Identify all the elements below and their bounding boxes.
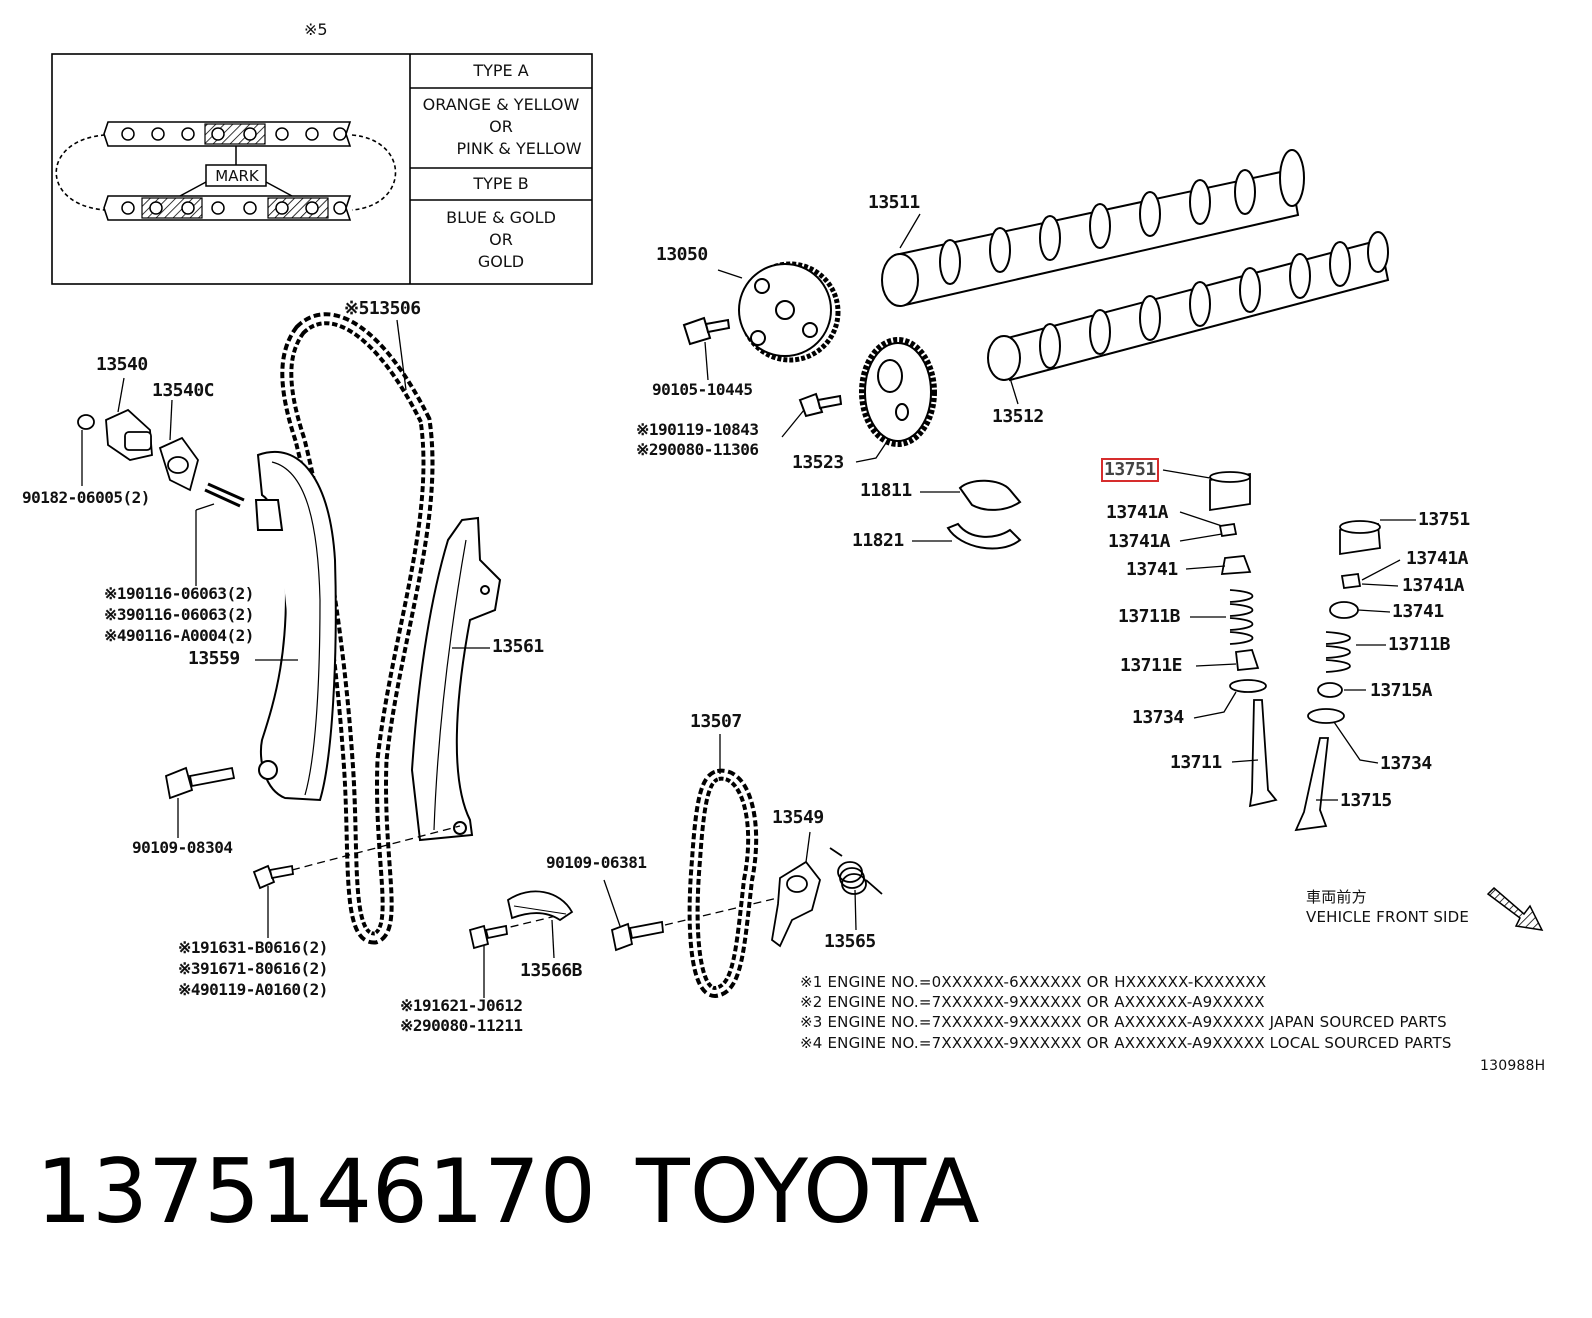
label-13506: ※513506 xyxy=(344,298,421,319)
label-13050: 13050 xyxy=(656,244,708,265)
engine-note-1: ※1 ENGINE NO.=0XXXXXX-6XXXXXX OR HXXXXXX… xyxy=(800,973,1267,991)
inset-mark-leaders xyxy=(179,146,293,197)
label-91631: ※191631-B0616(2) xyxy=(178,938,328,957)
label-13715: 13715 xyxy=(1340,790,1392,811)
camshaft-bearings xyxy=(946,479,1022,550)
type-b-color-1: BLUE & GOLD xyxy=(446,208,556,227)
label-13549: 13549 xyxy=(772,807,824,828)
label-91671: ※391671-80616(2) xyxy=(178,959,328,978)
label-90109-08304: 90109-08304 xyxy=(132,838,233,857)
mark-label: MARK xyxy=(215,167,259,185)
inset-ref-label: ※5 xyxy=(304,20,328,39)
chain-mark-inset xyxy=(51,53,593,285)
chain-tensioner-13540 xyxy=(77,408,245,508)
camshaft-13511 xyxy=(881,149,1305,307)
label-290080-11306: ※290080-11306 xyxy=(636,440,759,459)
label-90109-06381: 90109-06381 xyxy=(546,853,647,872)
engine-note-2: ※2 ENGINE NO.=7XXXXXX-9XXXXXX OR AXXXXXX… xyxy=(800,993,1265,1011)
oil-pump-chain-13507 xyxy=(687,768,759,999)
label-13511: 13511 xyxy=(868,192,920,213)
label-13741a-4: 13741A xyxy=(1402,575,1465,596)
label-13711: 13711 xyxy=(1170,752,1222,773)
label-13711b-left: 13711B xyxy=(1118,606,1181,627)
leader-lines xyxy=(81,213,1416,998)
label-90116-1: ※190116-06063(2) xyxy=(104,584,254,603)
label-90119: ※490119-A0160(2) xyxy=(178,980,328,999)
label-13741-right: 13741 xyxy=(1392,601,1444,622)
part-number: 1375146170 xyxy=(36,1140,596,1243)
type-a-header: TYPE A xyxy=(473,61,529,80)
label-13711e: 13711E xyxy=(1120,655,1183,676)
label-90116-3: ※390116-06063(2) xyxy=(104,605,254,624)
label-13711b-right: 13711B xyxy=(1388,634,1451,655)
valve-assembly-right xyxy=(1294,520,1381,832)
label-13540c: 13540C xyxy=(152,380,215,401)
diagram-code: 130988H xyxy=(1480,1058,1546,1074)
type-a-color-1: ORANGE & YELLOW xyxy=(422,95,580,114)
label-13751-highlighted[interactable]: 13751 xyxy=(1101,458,1159,482)
label-11811: 11811 xyxy=(860,480,912,501)
label-13741a-2: 13741A xyxy=(1108,531,1171,552)
label-13741a-1: 13741A xyxy=(1106,502,1169,523)
label-91621: ※191621-J0612 xyxy=(400,996,523,1015)
chain-tensioner-arm-13561 xyxy=(410,516,502,842)
spring-13565 xyxy=(829,847,883,895)
label-13715a: 13715A xyxy=(1370,680,1433,701)
vehicle-front-jp: 車両前方 xyxy=(1306,888,1367,906)
brand-name: TOYOTA xyxy=(636,1140,980,1243)
type-b-header: TYPE B xyxy=(473,174,529,193)
label-13561: 13561 xyxy=(492,636,544,657)
engine-note-4: ※4 ENGINE NO.=7XXXXXX-9XXXXXX OR AXXXXXX… xyxy=(800,1034,1452,1052)
label-13734-right: 13734 xyxy=(1380,753,1432,774)
label-13741-left: 13741 xyxy=(1126,559,1178,580)
label-13540: 13540 xyxy=(96,354,148,375)
label-13741a-3: 13741A xyxy=(1406,548,1469,569)
valve-assembly-left xyxy=(1209,471,1278,808)
label-13559: 13559 xyxy=(188,648,240,669)
bolts-left xyxy=(164,766,664,952)
camshaft-13512 xyxy=(987,231,1390,382)
chain-guide-13559 xyxy=(254,450,337,802)
type-a-color-3: PINK & YELLOW xyxy=(456,139,582,158)
camshaft-timing-gear-13050 xyxy=(682,261,843,418)
type-a-color-2: OR xyxy=(489,117,513,136)
type-b-color-3: GOLD xyxy=(477,252,525,271)
tensioner-13549 xyxy=(771,860,821,948)
chain-damper-13566b xyxy=(506,890,574,922)
label-13565: 13565 xyxy=(824,931,876,952)
type-b-color-2: OR xyxy=(489,230,513,249)
label-11821: 11821 xyxy=(852,530,904,551)
label-90116-4: ※490116-A0004(2) xyxy=(104,626,254,645)
inset-chain-rollers xyxy=(121,127,347,215)
label-13512: 13512 xyxy=(992,406,1044,427)
label-90182: 90182-06005(2) xyxy=(22,488,150,507)
label-190119: ※190119-10843 xyxy=(636,420,759,439)
alignment-lines xyxy=(291,825,791,931)
engine-note-3: ※3 ENGINE NO.=7XXXXXX-9XXXXXX OR AXXXXXX… xyxy=(800,1013,1447,1031)
label-290080-11211: ※290080-11211 xyxy=(400,1016,523,1035)
label-13734-left: 13734 xyxy=(1132,707,1184,728)
label-13523: 13523 xyxy=(792,452,844,473)
label-90105: 90105-10445 xyxy=(652,380,753,399)
label-13566b: 13566B xyxy=(520,960,583,981)
vehicle-front-arrow-icon xyxy=(1486,886,1544,931)
vehicle-front-en: VEHICLE FRONT SIDE xyxy=(1306,908,1470,926)
camshaft-sprocket-13523 xyxy=(859,337,937,447)
label-13507: 13507 xyxy=(690,711,742,732)
label-13751-right: 13751 xyxy=(1418,509,1470,530)
